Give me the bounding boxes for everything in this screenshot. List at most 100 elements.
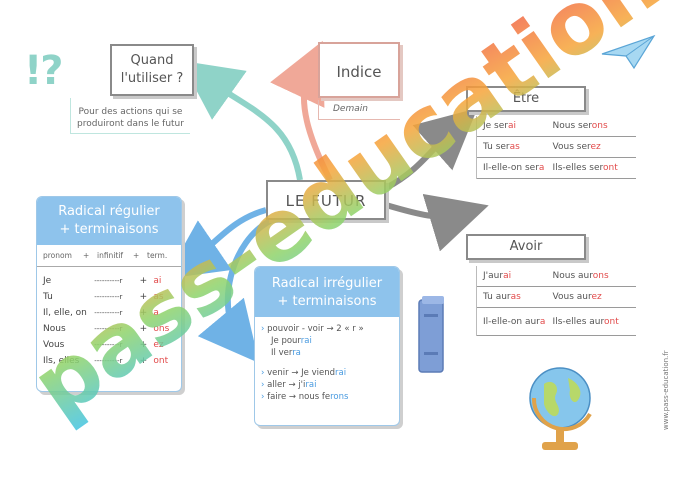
irregulier-title-line1: Radical irrégulier xyxy=(271,276,383,291)
exclamation-question-icon: !? xyxy=(24,48,63,94)
book-icon xyxy=(418,296,444,373)
regulier-title-line1: Radical régulier xyxy=(58,204,160,219)
radical-regulier-card: Radical régulier + terminaisons pronom +… xyxy=(36,196,182,392)
etre-cell: Tu ser xyxy=(483,142,510,152)
radical-irregulier-header: Radical irrégulier + terminaisons xyxy=(255,267,399,317)
etre-cell: Vous ser xyxy=(552,142,591,152)
ending: ai xyxy=(153,276,162,286)
globe-icon xyxy=(529,367,592,450)
regulier-title-line2: + terminaisons xyxy=(59,222,159,237)
radical-regulier-header: Radical régulier + terminaisons xyxy=(37,197,181,245)
irregulier-title-line2: + terminaisons xyxy=(277,294,377,309)
table-row: Nous----------r+ons xyxy=(37,321,181,337)
quand-desc-line2: produiront dans le futur xyxy=(77,119,184,129)
irregulier-ending: ra xyxy=(292,348,301,358)
pronoun: Ils, elles xyxy=(43,356,80,366)
etre-table: Je serai Nous serons Tu seras Vous serez… xyxy=(476,116,636,179)
irregulier-body: › pouvoir - voir → 2 « r » Je pourrai Il… xyxy=(261,324,364,402)
avoir-cell: Il-elle-on aur xyxy=(483,317,540,327)
irregulier-ending: rai xyxy=(300,336,312,346)
arrow-to-etre xyxy=(384,108,478,191)
quand-utiliser-box: Quand l'utiliser ? xyxy=(110,44,194,96)
etre-ending: a xyxy=(538,163,545,173)
ending: as xyxy=(153,292,164,302)
irregulier-line: faire → nous fe xyxy=(267,392,331,402)
avoir-cell: Vous aur xyxy=(552,292,592,302)
plus: + xyxy=(139,276,148,286)
irregulier-line: pouvoir - voir → 2 « r » xyxy=(267,324,364,334)
table-row: Il, elle, on----------r+a xyxy=(37,305,181,321)
irregulier-line: Il ver xyxy=(271,348,293,358)
col-header: infinitif xyxy=(97,251,124,260)
etre-title: Être xyxy=(512,91,540,106)
etre-ending: ai xyxy=(507,121,516,131)
ending: ons xyxy=(153,324,170,334)
avoir-ending: ez xyxy=(591,292,602,302)
plus: + xyxy=(139,324,148,334)
arrow-to-indice xyxy=(270,40,333,182)
avoir-cell: Nous aur xyxy=(552,271,593,281)
infinitive: ----------r xyxy=(94,309,123,317)
site-url: www.pass-education.fr xyxy=(662,350,670,430)
avoir-ending: as xyxy=(510,292,521,302)
irregulier-line: aller → j'i xyxy=(267,380,306,390)
pronoun: Tu xyxy=(43,292,53,302)
avoir-cell: Ils-elles aur xyxy=(552,317,604,327)
etre-ending: ons xyxy=(591,121,608,131)
le-futur-box: LE FUTUR xyxy=(266,180,386,220)
col-header: + xyxy=(83,251,90,260)
table-row: Vous ----------r + ez xyxy=(37,337,181,353)
plus: + xyxy=(139,308,148,318)
infinitive: ----------r xyxy=(94,277,123,285)
plus: + xyxy=(139,356,148,366)
etre-ending: ont xyxy=(603,163,618,173)
irregulier-ending: rai xyxy=(334,368,347,378)
col-header: term. xyxy=(147,251,168,260)
avoir-ending: ai xyxy=(503,271,512,281)
avoir-cell: J'aur xyxy=(483,271,504,281)
table-row: Tu ----------r + as xyxy=(37,289,181,305)
pronoun: Je xyxy=(43,276,52,286)
etre-row: Il-elle-on sera Ils-elles seront xyxy=(477,158,636,179)
quand-description: Pour des actions qui se produiront dans … xyxy=(70,98,190,134)
indice-example: Demain xyxy=(318,100,400,120)
arrow-to-avoir xyxy=(385,193,489,252)
avoir-title-box: Avoir xyxy=(466,234,586,260)
etre-row: Tu seras Vous serez xyxy=(477,137,636,158)
etre-cell: Je ser xyxy=(483,121,508,131)
etre-cell: Ils-elles ser xyxy=(552,163,603,173)
infinitive: ----------r xyxy=(94,293,123,301)
paper-plane-icon xyxy=(601,34,656,70)
avoir-row: J'aurai Nous aurons xyxy=(477,266,636,287)
etre-ending: as xyxy=(509,142,520,152)
ending: ez xyxy=(153,340,164,350)
avoir-ending: a xyxy=(539,317,546,327)
pronoun: Nous xyxy=(43,324,66,334)
etre-cell: Nous ser xyxy=(552,121,592,131)
indice-box: Indice xyxy=(318,42,400,98)
etre-ending: ez xyxy=(590,142,601,152)
pronoun: Vous xyxy=(43,340,65,350)
quand-desc-line1: Pour des actions qui se xyxy=(78,107,183,117)
plus: + xyxy=(139,292,148,302)
col-header: + xyxy=(133,251,140,260)
irregulier-line: venir → Je viend xyxy=(267,368,335,378)
plus: + xyxy=(139,340,148,350)
etre-row: Je serai Nous serons xyxy=(477,116,636,137)
arrow-to-quand xyxy=(180,60,303,181)
avoir-ending: ont xyxy=(604,317,619,327)
ending: ont xyxy=(153,356,169,366)
quand-title-line2: l'utiliser ? xyxy=(120,71,184,86)
avoir-table: J'aurai Nous aurons Tu auras Vous aurez … xyxy=(476,266,636,336)
etre-cell: Il-elle-on ser xyxy=(483,163,539,173)
arrow-to-irregulier xyxy=(197,217,274,364)
table-row: Ils, elles ----------r + ont xyxy=(37,353,181,369)
irregulier-ending: rai xyxy=(305,380,317,390)
infinitive: ----------r xyxy=(94,341,123,349)
infinitive: ----------r xyxy=(94,357,123,365)
etre-title-box: Être xyxy=(466,86,586,112)
radical-irregulier-card: Radical irrégulier + terminaisons › pouv… xyxy=(254,266,400,426)
avoir-ending: ons xyxy=(592,271,609,281)
quand-title-line1: Quand xyxy=(130,53,174,68)
